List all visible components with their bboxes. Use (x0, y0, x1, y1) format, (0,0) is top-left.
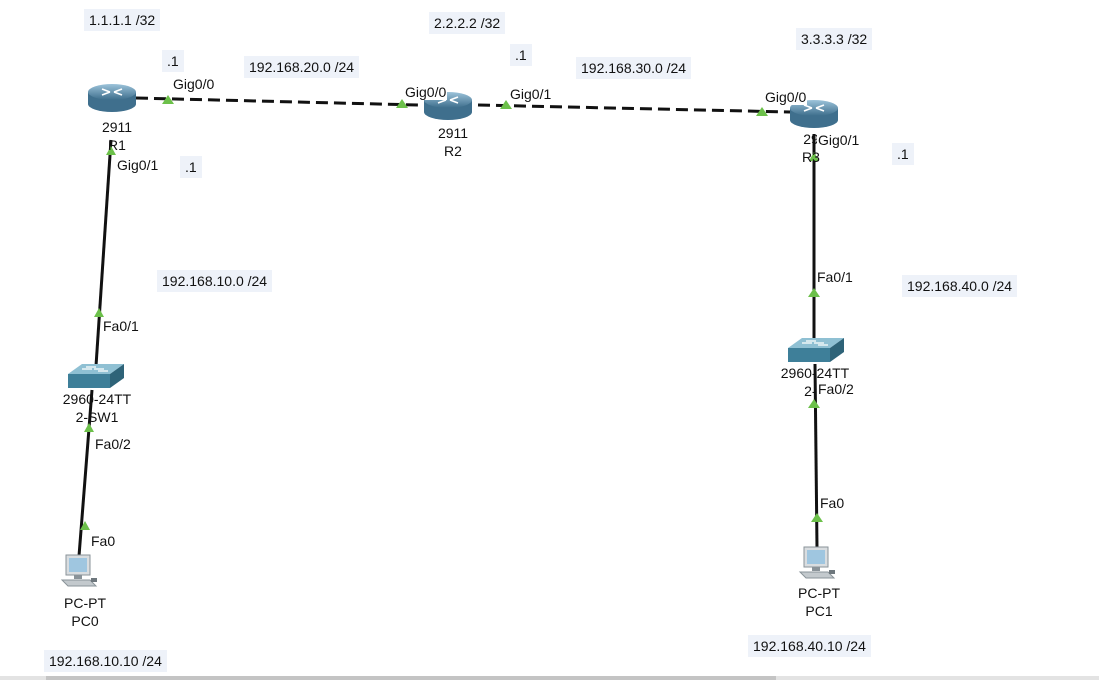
note-pc1-ip[interactable]: 192.168.40.10 /24 (748, 635, 871, 657)
note-r1-gig01-host[interactable]: .1 (180, 156, 202, 178)
sw1-name: 2-SW1 (75, 409, 119, 425)
link-up-marker (106, 146, 116, 155)
note-net-lan1[interactable]: 192.168.10.0 /24 (157, 270, 273, 292)
link-up-marker (80, 521, 90, 530)
port-label-pc1-fa0: Fa0 (819, 495, 846, 511)
link-r1-r2[interactable] (135, 96, 419, 107)
link-up-marker (811, 513, 823, 522)
note-r3-gig01-host[interactable]: .1 (892, 143, 914, 165)
r2-name: R2 (444, 143, 462, 159)
router-r2[interactable] (418, 88, 478, 124)
r3-model: 29 (803, 131, 819, 147)
pc-icon (798, 546, 836, 579)
r3-label: 29 R3 (766, 130, 856, 166)
pc0-model: PC-PT (64, 595, 106, 611)
port-label-pc0-fa0: Fa0 (90, 533, 117, 549)
link-up-marker (756, 107, 768, 116)
router-r1[interactable] (84, 80, 140, 116)
port-label-r2-gig00: Gig0/0 (404, 84, 448, 100)
note-r2-gig01-host[interactable]: .1 (510, 44, 532, 66)
link-up-marker (808, 399, 820, 408)
note-net-lan2[interactable]: 192.168.40.0 /24 (902, 275, 1018, 297)
pc0-name: PC0 (71, 613, 99, 629)
pc1-model: PC-PT (798, 585, 840, 601)
switch-icon (788, 338, 844, 362)
router-icon (424, 92, 472, 120)
port-label-r3-gig01: Gig0/1 (817, 132, 861, 148)
port-label-sw1-fa01: Fa0/1 (102, 318, 140, 334)
r1-name: R1 (108, 137, 126, 153)
port-label-sw2-fa01: Fa0/1 (816, 269, 854, 285)
pc1-label: PC-PT PC1 (774, 584, 864, 620)
link-r2-r3[interactable] (477, 103, 791, 114)
pc-pc1[interactable] (798, 546, 838, 582)
r1-model: 2911 (101, 119, 133, 135)
link-up-marker (162, 95, 174, 104)
horizontal-scrollbar[interactable] (0, 676, 1099, 680)
link-r1-sw1[interactable] (94, 139, 113, 367)
switch-sw1[interactable] (68, 362, 124, 390)
link-up-marker (84, 423, 94, 432)
note-r2-loopback[interactable]: 2.2.2.2 /32 (429, 12, 506, 34)
link-up-marker (396, 99, 408, 108)
pc-icon (60, 554, 98, 587)
switch-icon (68, 364, 124, 388)
pc1-name: PC1 (805, 603, 833, 619)
note-r1-gig00-host[interactable]: .1 (162, 50, 184, 72)
link-up-marker (808, 288, 820, 297)
sw1-model: 2960-24TT (62, 391, 132, 407)
sw1-label: 2960-24TT 2-SW1 (52, 390, 142, 426)
link-up-marker (500, 100, 512, 109)
note-net-r2-r3[interactable]: 192.168.30.0 /24 (576, 57, 692, 79)
switch-sw2[interactable] (788, 336, 844, 364)
port-label-r3-gig00: Gig0/0 (764, 89, 808, 105)
port-label-r2-gig01: Gig0/1 (509, 86, 553, 102)
scrollbar-thumb[interactable] (46, 676, 776, 680)
router-icon (88, 84, 136, 112)
note-pc0-ip[interactable]: 192.168.10.10 /24 (44, 650, 167, 672)
port-label-r1-gig01: Gig0/1 (116, 157, 160, 173)
note-r1-loopback[interactable]: 1.1.1.1 /32 (84, 9, 161, 31)
r2-label: 2911 R2 (408, 124, 498, 160)
note-net-r1-r2[interactable]: 192.168.20.0 /24 (244, 56, 360, 78)
link-up-marker (94, 308, 104, 317)
link-up-marker (809, 152, 819, 161)
port-label-sw1-fa02: Fa0/2 (94, 436, 132, 452)
r3-name: R3 (802, 149, 820, 165)
note-r3-loopback[interactable]: 3.3.3.3 /32 (796, 28, 873, 50)
r2-model: 2911 (437, 125, 469, 141)
port-label-r1-gig00: Gig0/0 (172, 76, 216, 92)
pc-pc0[interactable] (60, 554, 100, 590)
pc0-label: PC-PT PC0 (40, 594, 130, 630)
sw2-model: 2960-24TT (780, 365, 850, 381)
r1-label: 2911 R1 (72, 118, 162, 154)
port-label-sw2-fa02: Fa0/2 (817, 381, 855, 397)
